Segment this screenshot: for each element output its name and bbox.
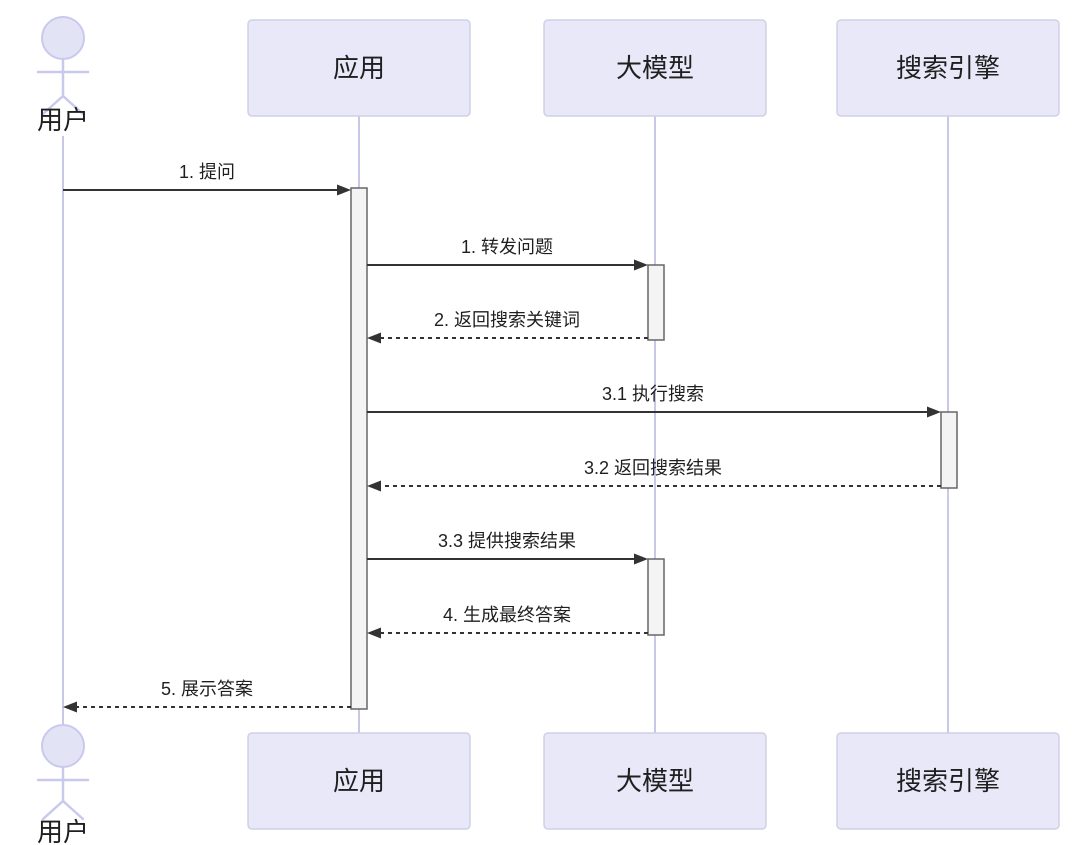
participant-llm-top: 大模型 [543,19,767,117]
participant-app-bottom-label: 应用 [333,766,385,796]
actor-head-icon [41,16,85,60]
participant-search-top-label: 搜索引擎 [896,53,1000,83]
activation-llm-1 [647,264,665,341]
activation-search [940,411,958,489]
participant-search-top-box [836,19,1060,117]
arrowhead-right-icon [634,553,648,565]
participant-search-bottom-label: 搜索引擎 [896,766,1000,796]
message-3-label: 2. 返回搜索关键词 [434,310,580,330]
actor-user-top: 用户 [36,16,90,135]
message-4-label: 3.1 执行搜索 [602,384,704,404]
actor-user-bottom: 用户 [36,724,90,845]
message-4: 3.1 执行搜索 [367,384,941,418]
arrowhead-left-icon [367,480,381,492]
lifelines [62,116,949,733]
participant-llm-top-label: 大模型 [616,53,694,83]
actor-user-top-label: 用户 [37,105,89,135]
actor-leg-right [61,94,85,116]
actor-leg-left [41,94,65,116]
participant-app-top: 应用 [247,19,471,117]
actor-user-bottom-label: 用户 [37,817,89,845]
arrowhead-right-icon [337,184,351,196]
actor-leg-right [61,799,85,821]
participant-llm-top-box [543,19,767,117]
activation-bars [350,187,958,710]
participant-search-top: 搜索引擎 [836,19,1060,117]
message-7-label: 4. 生成最终答案 [443,605,571,625]
actor-head-icon [41,724,85,768]
participant-search-bottom-box [836,732,1060,830]
message-6: 3.3 提供搜索结果 [367,531,648,565]
participant-app-top-box [247,19,471,117]
arrowhead-left-icon [367,332,381,344]
arrowhead-right-icon [927,406,941,418]
message-2-label: 1. 转发问题 [461,237,553,257]
participant-search-bottom: 搜索引擎 [836,732,1060,830]
activation-app [350,187,368,710]
message-6-label: 3.3 提供搜索结果 [438,531,576,551]
participant-app-bottom-box [247,732,471,830]
message-1: 1. 提问 [63,162,351,196]
message-7: 4. 生成最终答案 [367,605,648,639]
participant-llm-bottom: 大模型 [543,732,767,830]
message-5-label: 3.2 返回搜索结果 [584,458,722,478]
message-8: 5. 展示答案 [63,679,351,713]
arrowhead-left-icon [367,627,381,639]
message-8-label: 5. 展示答案 [161,679,253,699]
participant-app-top-label: 应用 [333,53,385,83]
arrowhead-left-icon [63,701,77,713]
message-1-label: 1. 提问 [179,162,235,182]
participant-llm-bottom-label: 大模型 [616,766,694,796]
activation-llm-2 [647,558,665,636]
message-3: 2. 返回搜索关键词 [367,310,648,344]
message-5: 3.2 返回搜索结果 [367,458,941,492]
participant-app-bottom: 应用 [247,732,471,830]
arrowhead-right-icon [634,259,648,271]
actor-leg-left [41,799,65,821]
message-2: 1. 转发问题 [367,237,648,271]
participant-llm-bottom-box [543,732,767,830]
